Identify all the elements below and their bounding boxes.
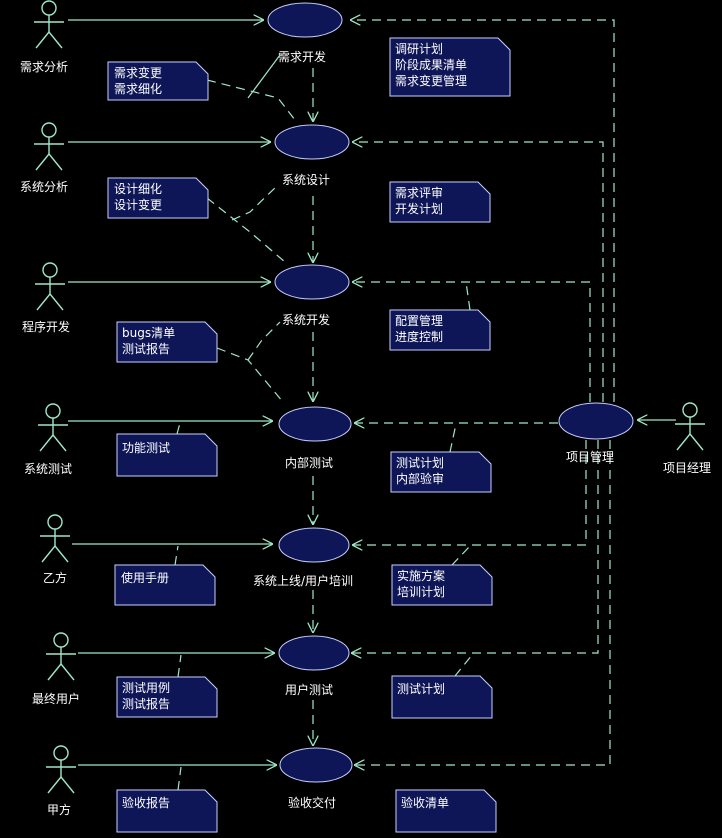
note-line: 需求变更 bbox=[114, 65, 162, 80]
note-design-refine: 设计细化 设计变更 bbox=[107, 177, 209, 219]
note-test-plan: 测试计划 内部验审 bbox=[390, 451, 492, 493]
anchor-impl bbox=[451, 545, 471, 566]
anchor-testcases bbox=[177, 654, 182, 678]
usecase-req-dev-shape bbox=[267, 2, 343, 38]
note-line: 设计变更 bbox=[114, 197, 162, 212]
actor-req-analysis-figure bbox=[34, 0, 64, 49]
pm-to-reqdev bbox=[351, 20, 615, 402]
note-line: 需求细化 bbox=[114, 82, 162, 96]
usecase-user-test: 用户测试 bbox=[285, 682, 333, 697]
actor-programming-figure bbox=[35, 262, 65, 311]
note-line: 验收报告 bbox=[122, 795, 170, 810]
usecase-user-test-shape bbox=[278, 635, 350, 671]
anchor-acceptreport bbox=[177, 766, 182, 791]
actor-sys-analysis: 系统分析 bbox=[20, 180, 68, 194]
anchor-req-change bbox=[206, 79, 296, 121]
usecase-project-mgmt-shape bbox=[558, 402, 634, 440]
actor-party-a-figure bbox=[46, 745, 76, 794]
note-line: 需求评审 bbox=[395, 185, 443, 200]
note-line: 功能测试 bbox=[122, 440, 170, 455]
usecase-req-dev: 需求开发 bbox=[278, 49, 326, 64]
note-line: 测试计划 bbox=[396, 455, 444, 470]
note-line: 培训计划 bbox=[397, 584, 445, 599]
anchor-testplan bbox=[449, 423, 457, 453]
note-req-change: 需求变更 需求细化 bbox=[107, 61, 209, 101]
note-config-mgmt: 配置管理 进度控制 bbox=[389, 309, 491, 351]
anchor-design bbox=[206, 197, 286, 263]
pm-to-accept bbox=[355, 440, 611, 765]
note-line: 开发计划 bbox=[395, 201, 443, 216]
pm-to-design bbox=[353, 142, 604, 402]
usecase-internal-test: 内部测试 bbox=[285, 455, 333, 470]
note-line: 实施方案 bbox=[397, 568, 445, 583]
actor-end-user: 最终用户 bbox=[32, 691, 80, 706]
note-line: 测试报告 bbox=[122, 341, 170, 356]
pm-to-usertest bbox=[352, 440, 599, 653]
note-req-review: 需求评审 开发计划 bbox=[389, 181, 491, 223]
usecase-sys-design: 系统设计 bbox=[282, 173, 330, 187]
note-line: 进度控制 bbox=[395, 329, 443, 344]
usecase-sys-dev: 系统开发 bbox=[282, 312, 330, 327]
pm-to-dev bbox=[353, 282, 591, 402]
note-user-manual: 使用手册 bbox=[114, 564, 216, 606]
actor-sys-testing: 系统测试 bbox=[24, 461, 72, 476]
note-line: 测试计划 bbox=[397, 681, 445, 696]
note-line: 验收清单 bbox=[401, 795, 449, 810]
usecase-sys-design-shape bbox=[274, 124, 350, 160]
note-line: bugs清单 bbox=[122, 326, 175, 340]
actor-project-manager: 项目经理 bbox=[663, 461, 711, 475]
actor-sys-testing-figure bbox=[38, 403, 68, 452]
usecase-deploy-training: 系统上线/用户培训 bbox=[253, 573, 353, 588]
note-line: 测试用例 bbox=[122, 680, 170, 695]
note-func-test: 功能测试 bbox=[116, 433, 218, 477]
actor-party-b: 乙方 bbox=[43, 570, 67, 585]
actor-party-b-figure bbox=[40, 514, 70, 563]
anchor-functest bbox=[176, 422, 181, 435]
note-accept-list: 验收清单 bbox=[395, 789, 497, 833]
note-line: 需求变更管理 bbox=[395, 73, 467, 88]
anchor-testplan2 bbox=[454, 654, 473, 677]
pm-to-deploy bbox=[353, 440, 587, 545]
usecase-internal-test-shape bbox=[278, 406, 352, 442]
note-line: 阶段成果清单 bbox=[395, 57, 467, 72]
actor-project-manager-figure bbox=[675, 402, 705, 451]
anchor-design-b bbox=[231, 184, 279, 221]
note-line: 使用手册 bbox=[121, 570, 169, 585]
note-line: 设计细化 bbox=[114, 182, 162, 196]
note-line: 调研计划 bbox=[395, 42, 443, 56]
usecase-sys-dev-shape bbox=[274, 264, 350, 300]
actor-programming: 程序开发 bbox=[22, 319, 70, 334]
anchor-manual bbox=[174, 545, 179, 566]
usecase-acceptance-shape bbox=[279, 747, 353, 783]
actor-end-user-figure bbox=[46, 632, 76, 681]
actor-sys-analysis-figure bbox=[34, 122, 64, 171]
note-test-cases: 测试用例 测试报告 bbox=[116, 676, 218, 718]
anchor-config bbox=[465, 281, 471, 311]
note-impl-plan: 实施方案 培训计划 bbox=[391, 564, 493, 606]
note-line: 配置管理 bbox=[395, 313, 443, 328]
actor-req-analysis: 需求分析 bbox=[20, 60, 68, 74]
usecase-deploy-shape bbox=[278, 527, 350, 563]
usecase-project-mgmt: 项目管理 bbox=[566, 449, 614, 464]
note-bugs-report: bugs清单 测试报告 bbox=[116, 321, 218, 363]
actor-party-a: 甲方 bbox=[47, 802, 71, 817]
note-line: 内部验审 bbox=[396, 471, 444, 486]
anchor-bugs-b bbox=[247, 321, 281, 361]
note-accept-report: 验收报告 bbox=[116, 789, 218, 833]
note-line: 测试报告 bbox=[122, 696, 170, 711]
usecase-acceptance: 验收交付 bbox=[288, 795, 336, 810]
note-research-plan: 调研计划 阶段成果清单 需求变更管理 bbox=[389, 37, 511, 97]
note-test-plan-2: 测试计划 bbox=[391, 675, 493, 719]
anchor-req-change-b bbox=[247, 54, 281, 99]
